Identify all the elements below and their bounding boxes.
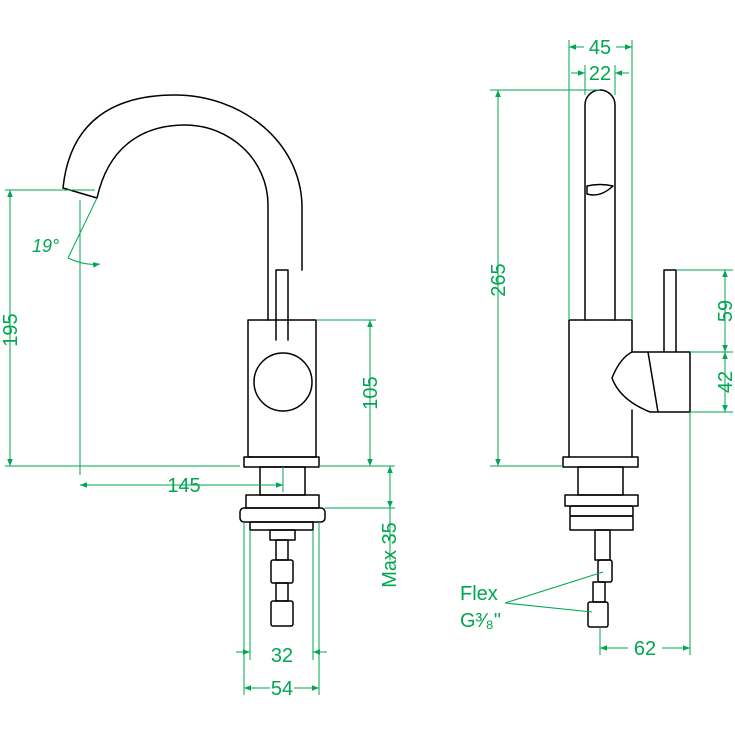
side-base bbox=[562, 456, 639, 468]
dim-lever-height-label: 59 bbox=[715, 300, 735, 322]
dim-base: 54 bbox=[243, 522, 320, 700]
dim-reach-label: 145 bbox=[167, 475, 200, 497]
side-lever bbox=[611, 269, 691, 413]
dim-angle-label: 19° bbox=[32, 236, 59, 256]
dim-reach: 145 bbox=[80, 467, 284, 497]
dim-front-height-label: 195 bbox=[0, 313, 22, 346]
front-lever-knob bbox=[253, 352, 313, 412]
side-spout bbox=[584, 89, 616, 321]
dim-shank: 32 bbox=[236, 530, 327, 667]
front-spout bbox=[62, 94, 303, 321]
dim-lever-reach: 62 bbox=[599, 412, 691, 660]
front-base bbox=[243, 456, 320, 468]
dim-side-width: 45 bbox=[568, 37, 633, 320]
dim-angle: 19° bbox=[32, 197, 101, 475]
thread-label: G³⁄₈" bbox=[460, 610, 501, 632]
front-view: 195 19° 145 105 Max 35 bbox=[0, 94, 401, 700]
dim-shank-label: 32 bbox=[271, 645, 293, 667]
dim-lever-body-label: 42 bbox=[715, 371, 735, 393]
dim-max-depth: Max 35 bbox=[325, 466, 401, 588]
hose-label: Flex bbox=[460, 583, 498, 605]
dim-side-height: 265 bbox=[488, 89, 600, 467]
dim-side-width-label: 45 bbox=[589, 37, 611, 59]
side-body bbox=[568, 319, 633, 458]
hose-callout: Flex G³⁄₈" bbox=[460, 571, 604, 632]
side-spout-outlet bbox=[586, 183, 614, 196]
dim-lever-reach-label: 62 bbox=[634, 638, 656, 660]
side-view: 45 22 265 59 42 bbox=[460, 37, 735, 660]
front-body bbox=[247, 319, 317, 458]
dim-body-height-label: 105 bbox=[360, 376, 382, 409]
dim-body-height: 105 bbox=[316, 319, 395, 467]
dim-front-height: 195 bbox=[0, 189, 240, 467]
front-fixing bbox=[239, 466, 326, 627]
dim-base-label: 54 bbox=[271, 678, 293, 700]
dim-spout-width-label: 22 bbox=[589, 63, 611, 85]
dim-lever-height: 59 bbox=[676, 269, 735, 353]
dim-side-height-label: 265 bbox=[488, 263, 510, 296]
dim-max-depth-label: Max 35 bbox=[379, 522, 401, 588]
dim-lever-body: 42 bbox=[690, 352, 735, 413]
side-fixing bbox=[564, 466, 639, 628]
front-lever bbox=[275, 269, 289, 341]
dim-spout-width: 22 bbox=[571, 63, 629, 95]
